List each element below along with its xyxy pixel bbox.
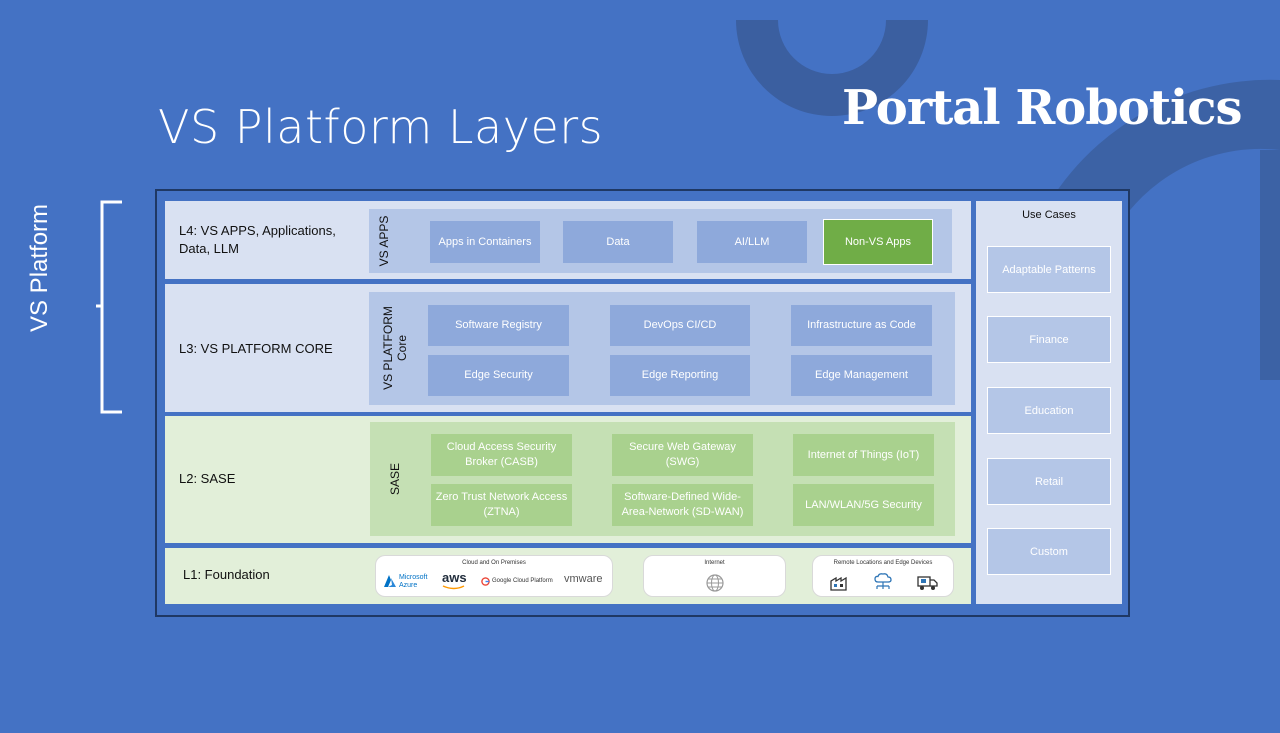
box-edge-security: Edge Security (427, 354, 570, 397)
cloud-network-icon (874, 573, 892, 589)
platform-bracket (96, 200, 122, 414)
use-case-custom: Custom (987, 528, 1111, 575)
layer-l4-label: L4: VS APPS, Applications, Data, LLM (179, 223, 336, 256)
remote-locations-title: Remote Locations and Edge Devices (833, 560, 933, 566)
use-cases-title: Use Cases (1022, 209, 1076, 221)
use-cases-panel: Use Cases Adaptable Patterns Finance Edu… (976, 201, 1122, 604)
sase-group-label: SASE (388, 463, 402, 496)
cloud-on-premises-title: Cloud and On Premises (462, 560, 526, 566)
internet-panel: Internet (643, 555, 786, 597)
aws-smile-icon (442, 585, 465, 590)
box-casb: Cloud Access Security Broker (CASB) (430, 433, 573, 477)
layer-l2-label: L2: SASE (179, 471, 236, 486)
layer-l1-label: L1: Foundation (183, 567, 270, 582)
box-non-vs-apps: Non-VS Apps (823, 219, 933, 265)
box-ai-llm: AI/LLM (696, 220, 808, 264)
vs-platform-core-group-label: VS PLATFORM Core (381, 306, 409, 390)
aws-logo: aws (442, 570, 467, 585)
globe-icon (706, 574, 724, 592)
box-lan-wlan-5g-security: LAN/WLAN/5G Security (792, 483, 935, 527)
microsoft-azure-icon (384, 575, 396, 587)
box-edge-management: Edge Management (790, 354, 933, 397)
box-apps-in-containers: Apps in Containers (429, 220, 541, 264)
box-swg: Secure Web Gateway (SWG) (611, 433, 754, 477)
box-sd-wan: Software-Defined Wide-Area-Network (SD-W… (611, 483, 754, 527)
box-devops-ci-cd: DevOps CI/CD (609, 304, 751, 347)
platform-label: VS Platform (26, 203, 53, 332)
use-case-adaptable-patterns: Adaptable Patterns (987, 246, 1111, 293)
layer-l3-label: L3: VS PLATFORM CORE (179, 341, 333, 356)
brand-logo-text: Portal Robotics (842, 80, 1242, 136)
box-iot: Internet of Things (IoT) (792, 433, 935, 477)
remote-locations-panel: Remote Locations and Edge Devices (812, 555, 954, 597)
vs-apps-group-label: VS APPS (377, 215, 391, 267)
use-case-finance: Finance (987, 316, 1111, 363)
internet-title: Internet (704, 560, 725, 566)
google-cloud-platform-logo: Google Cloud Platform (492, 578, 553, 584)
cloud-on-premises-panel: Cloud and On Premises Microsoft Azure aw… (375, 555, 613, 597)
box-ztna: Zero Trust Network Access (ZTNA) (430, 483, 573, 527)
box-edge-reporting: Edge Reporting (609, 354, 751, 397)
vmware-logo: vmware (564, 573, 603, 585)
factory-icon (830, 576, 847, 591)
box-infrastructure-as-code: Infrastructure as Code (790, 304, 933, 347)
google-cloud-icon (481, 577, 490, 586)
page-title: VS Platform Layers (158, 100, 604, 154)
microsoft-azure-logo: Microsoft Azure (399, 574, 428, 589)
box-software-registry: Software Registry (427, 304, 570, 347)
use-case-education: Education (987, 387, 1111, 434)
use-case-retail: Retail (987, 458, 1111, 505)
box-data: Data (562, 220, 674, 264)
truck-icon (917, 576, 938, 590)
